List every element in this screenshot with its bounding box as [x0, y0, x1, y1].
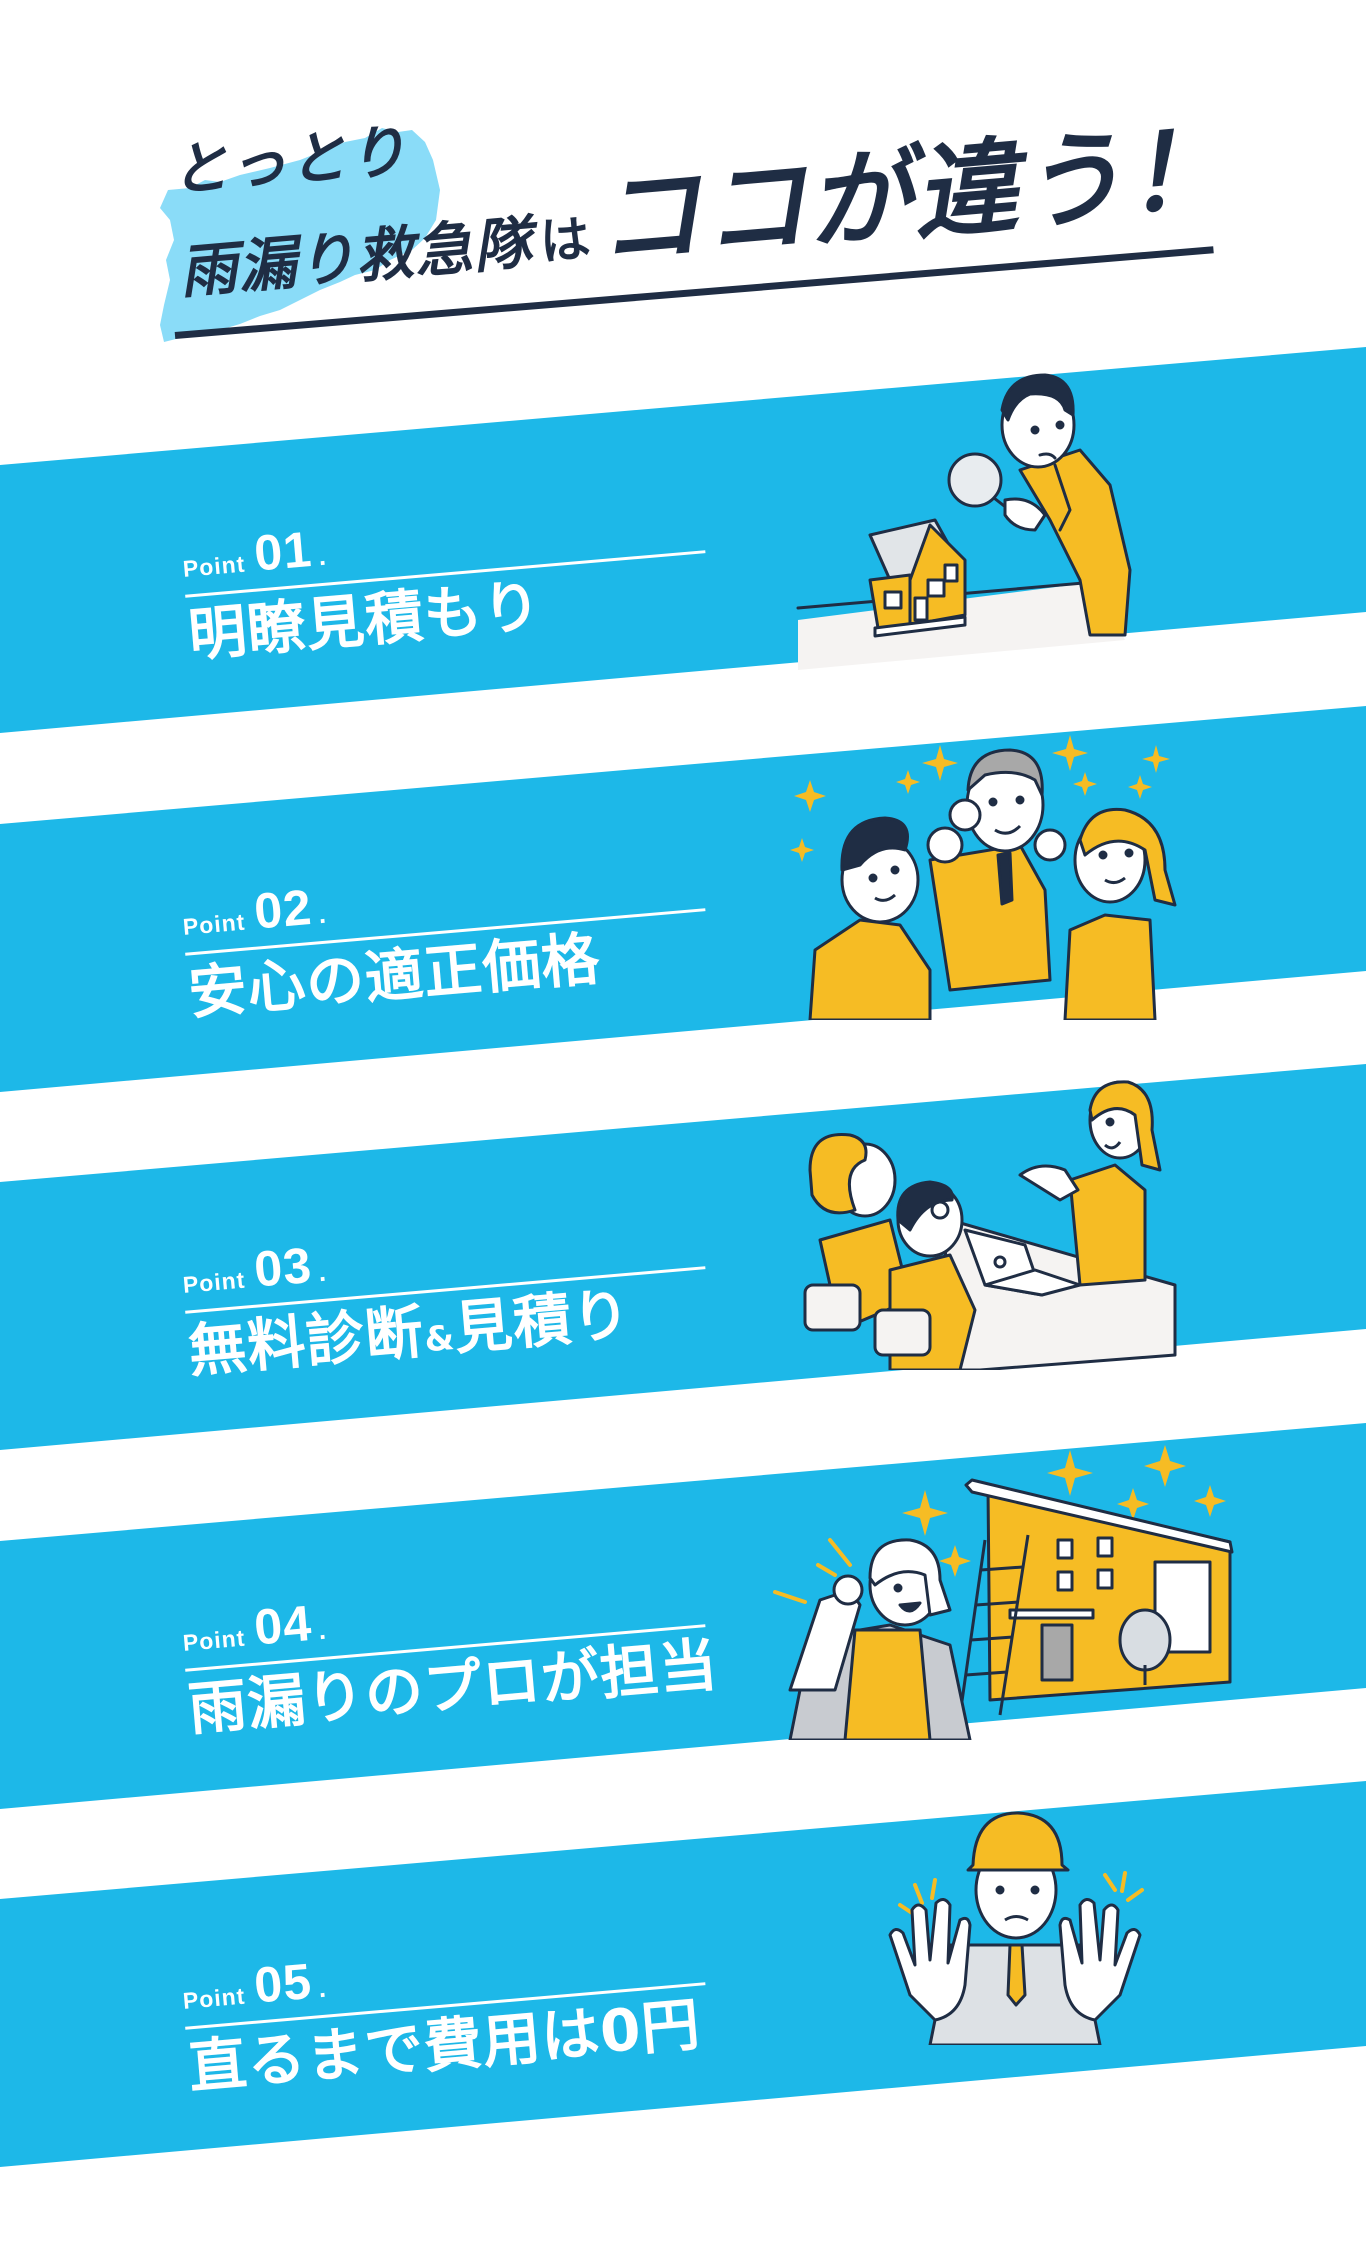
point-number: 05 — [251, 1952, 315, 2014]
point-dot: . — [317, 1972, 327, 2004]
hero-heading: とっとり 雨漏り救急隊 は ココが違う！ — [150, 107, 1250, 360]
point-dot: . — [317, 540, 327, 572]
point-number: 01 — [251, 520, 315, 582]
point-number: 02 — [251, 878, 315, 940]
point-dot: . — [317, 1614, 327, 1646]
inspector-house-illustration — [796, 373, 1132, 670]
point-dot: . — [317, 898, 327, 930]
worker-house-illustration — [773, 1445, 1234, 1740]
hero-service-name: 雨漏り救急隊 — [176, 208, 535, 307]
point-label: Point — [181, 550, 247, 582]
point-title-a: 無料診断 — [185, 1297, 427, 1386]
consultation-illustration — [803, 1080, 1177, 1370]
point-dot: . — [317, 1256, 327, 1288]
point-title-b: 見積り — [451, 1279, 634, 1363]
point-number: 03 — [251, 1236, 315, 1298]
point-title-amp: & — [422, 1317, 457, 1361]
team-cheering-illustration — [790, 735, 1177, 1020]
tottori-map-icon — [160, 128, 440, 342]
point-label: Point — [181, 908, 247, 940]
point-label: Point — [181, 1624, 247, 1656]
hero-particle: は — [537, 209, 593, 272]
hardhat-worker-stop-illustration — [888, 1811, 1144, 2045]
point-label: Point — [181, 1266, 247, 1298]
point-number: 04 — [251, 1594, 315, 1656]
point-label: Point — [181, 1982, 247, 2014]
